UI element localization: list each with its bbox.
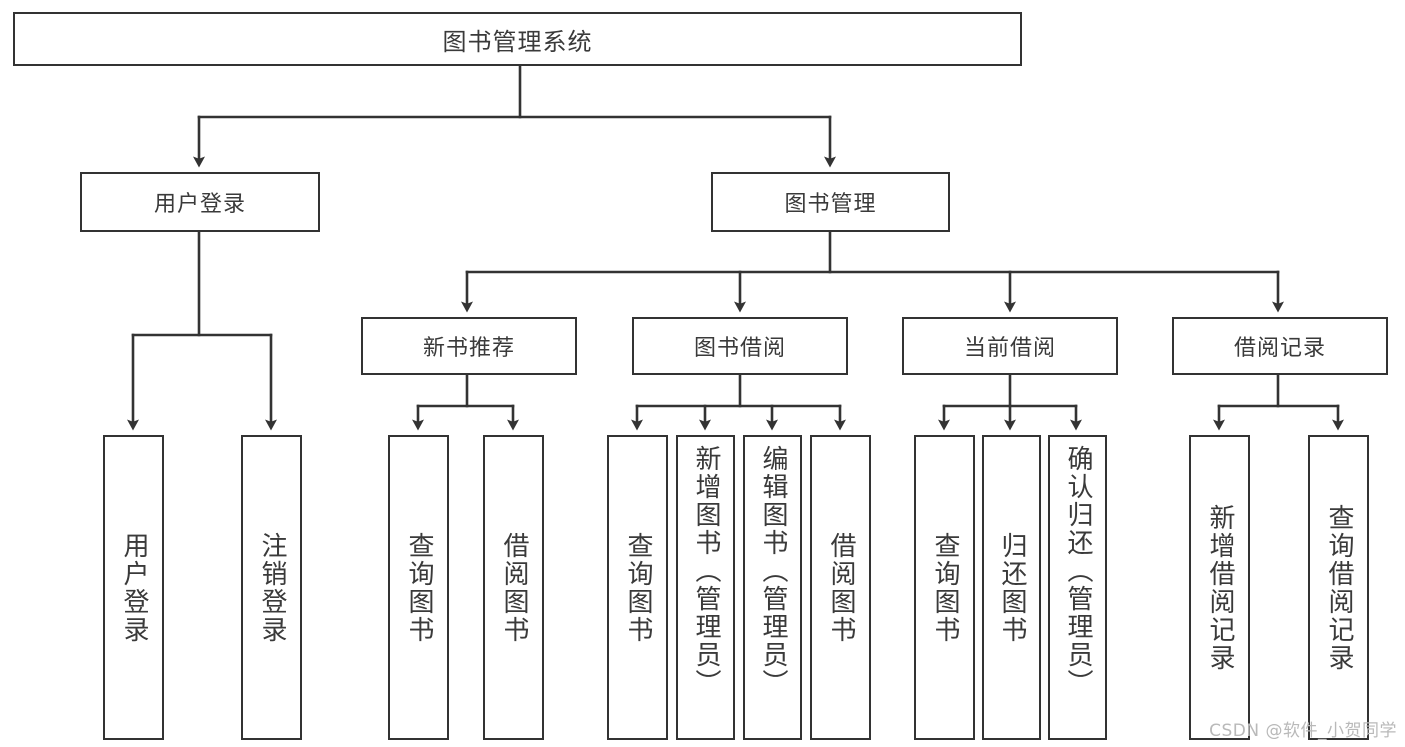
leaf-add-book-admin[interactable]: 新增图书（管理员） (676, 435, 735, 740)
leaf-query-book-2[interactable]: 查询图书 (607, 435, 668, 740)
csdn-watermark: CSDN @软件_小贺同学 (1209, 721, 1397, 741)
node-user-login[interactable]: 用户登录 (80, 172, 320, 232)
leaf-add-borrow-record[interactable]: 新增借阅记录 (1189, 435, 1250, 740)
node-label: 用户登录 (153, 192, 246, 217)
leaf-label: 确认归还（管理员） (1063, 445, 1094, 697)
node-current-borrow[interactable]: 当前借阅 (902, 317, 1118, 375)
leaf-label: 编辑图书（管理员） (758, 445, 789, 697)
node-label: 图书管理系统 (442, 27, 593, 56)
node-label: 图书借阅 (693, 336, 786, 361)
leaf-logout-login[interactable]: 注销登录 (241, 435, 302, 740)
node-label: 当前借阅 (963, 336, 1056, 361)
node-borrow-record[interactable]: 借阅记录 (1172, 317, 1388, 375)
leaf-label: 查询图书 (623, 531, 654, 644)
leaf-return-book[interactable]: 归还图书 (982, 435, 1041, 740)
leaf-borrow-book-2[interactable]: 借阅图书 (810, 435, 871, 740)
node-book-management[interactable]: 图书管理 (711, 172, 950, 232)
leaf-edit-book-admin[interactable]: 编辑图书（管理员） (743, 435, 802, 740)
leaf-label: 查询借阅记录 (1324, 503, 1355, 672)
leaf-label: 查询图书 (930, 531, 961, 644)
node-label: 图书管理 (784, 192, 877, 217)
leaf-query-borrow-record[interactable]: 查询借阅记录 (1308, 435, 1369, 740)
leaf-query-book-1[interactable]: 查询图书 (388, 435, 449, 740)
node-book-management-system[interactable]: 图书管理系统 (13, 12, 1022, 66)
leaf-confirm-return[interactable]: 确认归还（管理员） (1048, 435, 1107, 740)
leaf-label: 用户登录 (119, 531, 150, 644)
leaf-borrow-book-1[interactable]: 借阅图书 (483, 435, 544, 740)
leaf-label: 查询图书 (404, 531, 435, 644)
leaf-label: 新增借阅记录 (1205, 503, 1236, 672)
node-label: 借阅记录 (1233, 336, 1326, 361)
leaf-query-book-3[interactable]: 查询图书 (914, 435, 975, 740)
node-new-book-recommend[interactable]: 新书推荐 (361, 317, 577, 375)
node-book-borrow[interactable]: 图书借阅 (632, 317, 848, 375)
leaf-label: 借阅图书 (499, 531, 530, 644)
leaf-label: 新增图书（管理员） (691, 445, 722, 697)
leaf-label: 注销登录 (257, 531, 288, 644)
leaf-user-login[interactable]: 用户登录 (103, 435, 164, 740)
leaf-label: 归还图书 (997, 531, 1028, 644)
leaf-label: 借阅图书 (826, 531, 857, 644)
node-label: 新书推荐 (422, 336, 515, 361)
